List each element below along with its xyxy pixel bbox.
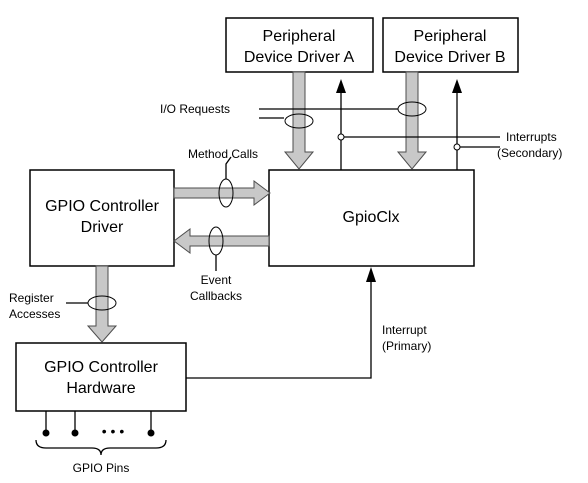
interrupt-primary-label-line2: (Primary) bbox=[382, 339, 431, 353]
event-callbacks-label-line2: Callbacks bbox=[190, 289, 242, 303]
peripheral-driver-a-box: Peripheral Device Driver A bbox=[225, 17, 374, 73]
gpioclx-box: GpioClx bbox=[268, 169, 475, 267]
gpio-pin-dot-3 bbox=[147, 429, 155, 437]
method-calls-arrow bbox=[173, 180, 271, 206]
io-requests-bundle-marker-a bbox=[284, 113, 314, 129]
controller-driver-label-line1: GPIO Controller bbox=[45, 198, 159, 215]
event-callbacks-label-line1: Event bbox=[201, 273, 232, 287]
controller-hardware-label-line2: Hardware bbox=[66, 380, 135, 397]
io-request-arrow-b bbox=[396, 71, 428, 170]
primary-interrupt-arrowhead bbox=[366, 267, 376, 282]
io-requests-label: I/O Requests bbox=[160, 102, 230, 116]
gpio-pins-ellipsis: • • • bbox=[102, 423, 125, 439]
peripheral-driver-b-label-line2: Device Driver B bbox=[394, 49, 505, 66]
peripheral-driver-a-label-line2: Device Driver A bbox=[244, 49, 355, 66]
controller-driver-box: GPIO Controller Driver bbox=[29, 169, 175, 267]
interrupts-secondary-label-line1: Interrupts bbox=[506, 130, 557, 144]
register-accesses-arrow bbox=[86, 265, 118, 343]
controller-driver-label-line2: Driver bbox=[81, 219, 124, 236]
interrupt-arrowhead-a bbox=[336, 79, 346, 93]
io-request-arrow-a bbox=[283, 71, 315, 170]
peripheral-driver-b-label-line1: Peripheral bbox=[414, 28, 487, 45]
primary-interrupt-line bbox=[186, 282, 372, 379]
peripheral-driver-a-label-line1: Peripheral bbox=[263, 28, 336, 45]
peripheral-driver-b-box: Peripheral Device Driver B bbox=[382, 17, 519, 73]
controller-hardware-box: GPIO Controller Hardware bbox=[15, 342, 187, 412]
gpio-pins-group: • • • GPIO Pins bbox=[35, 411, 167, 475]
controller-hardware-label-line1: GPIO Controller bbox=[44, 359, 158, 376]
gpio-pins-label: GPIO Pins bbox=[73, 461, 130, 475]
interrupt-primary-label-line1: Interrupt bbox=[382, 323, 427, 337]
gpio-pin-dot-1 bbox=[42, 429, 50, 437]
method-calls-leader bbox=[225, 156, 232, 179]
gpio-pins-brace bbox=[35, 439, 167, 456]
gpio-pin-dot-2 bbox=[71, 429, 79, 437]
io-requests-bundle-marker-b bbox=[397, 101, 427, 117]
gpioclx-label: GpioClx bbox=[343, 209, 400, 226]
method-calls-label: Method Calls bbox=[188, 147, 258, 161]
interrupt-arrowhead-b bbox=[452, 79, 462, 93]
event-callbacks-arrow bbox=[173, 228, 270, 254]
secondary-interrupt-marker-b bbox=[453, 143, 461, 151]
secondary-interrupt-marker-a bbox=[337, 133, 345, 141]
interrupts-secondary-label-line2: (Secondary) bbox=[497, 146, 562, 160]
register-accesses-label-line1: Register bbox=[9, 291, 54, 305]
register-accesses-label-line2: Accesses bbox=[9, 307, 60, 321]
